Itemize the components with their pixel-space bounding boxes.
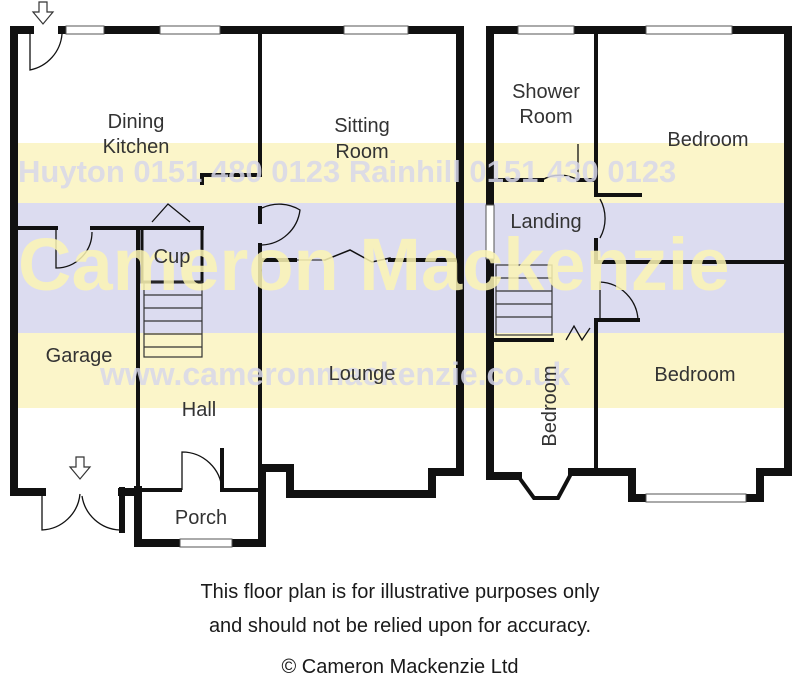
- first-windows: [485, 25, 747, 503]
- ground-windows: [65, 25, 409, 548]
- label-shower-room: Room: [519, 106, 572, 128]
- label-sitting-room: Room: [335, 141, 388, 163]
- bifold-doors: [324, 249, 391, 263]
- label-sitting: Sitting: [334, 115, 390, 137]
- watermark-website: www.cameronmackenzie.co.uk: [99, 356, 570, 392]
- label-shower: Shower: [512, 81, 580, 103]
- label-garage: Garage: [46, 345, 113, 367]
- stairs-ground-outline: [143, 281, 203, 358]
- disclaimer-line-1: This floor plan is for illustrative purp…: [200, 581, 599, 603]
- label-kitchen: Kitchen: [103, 136, 170, 158]
- entry-arrows: [31, 1, 92, 480]
- label-bedroom-3: Bedroom: [539, 365, 561, 446]
- first-doors: [541, 144, 639, 342]
- disclaimer-line-2: and should not be relied upon for accura…: [209, 615, 591, 637]
- watermark-phones: Huyton 0151 480 0123 Rainhill 0151 430 0…: [18, 154, 676, 189]
- wall-kitchen-sitting: [200, 34, 262, 185]
- window-kitchen-2: [159, 25, 221, 35]
- stairs-first-outline: [495, 264, 553, 336]
- window-landing: [485, 204, 495, 260]
- window-bedroom-2: [645, 493, 747, 503]
- arrow-down-icon: [31, 1, 55, 25]
- wall-ground-west: [10, 26, 46, 496]
- label-hall: Hall: [182, 399, 216, 421]
- window-porch: [179, 538, 233, 548]
- watermark-band-bottom: [12, 333, 790, 408]
- door-garage-left: [41, 492, 81, 531]
- label-porch: Porch: [175, 507, 227, 529]
- door-bedroom-1: [599, 198, 606, 239]
- label-landing: Landing: [510, 211, 581, 233]
- stairs-ground: [143, 281, 203, 358]
- label-bedroom-2: Bedroom: [654, 364, 735, 386]
- door-porch: [181, 451, 223, 491]
- bay-window-bedroom-3: [515, 469, 575, 500]
- watermark-brand: Cameron Mackenzie: [18, 223, 730, 306]
- copyright: © Cameron Mackenzie Ltd: [281, 656, 518, 678]
- watermark-text: Huyton 0151 480 0123 Rainhill 0151 430 0…: [18, 154, 730, 392]
- label-dining: Dining: [108, 111, 165, 133]
- door-bedroom-2: [599, 281, 639, 321]
- door-cupboard: [151, 203, 191, 223]
- watermark-bands: [12, 143, 790, 408]
- door-kitchen-entry: [29, 30, 63, 71]
- room-labels: Dining Kitchen Sitting Room Cup Garage H…: [46, 81, 749, 529]
- arrow-down-icon-garage: [68, 456, 92, 480]
- door-sitting: [261, 203, 301, 246]
- door-shower: [541, 144, 579, 182]
- window-shower: [517, 25, 575, 35]
- door-garage-right: [81, 494, 121, 531]
- label-cup: Cup: [154, 246, 191, 268]
- disclaimer: This floor plan is for illustrative purp…: [200, 581, 599, 678]
- label-bedroom-1: Bedroom: [667, 129, 748, 151]
- window-sitting: [343, 25, 409, 35]
- label-lounge: Lounge: [329, 363, 396, 385]
- door-bedroom-3: [565, 324, 591, 342]
- door-garage: [55, 228, 93, 269]
- stairs-first: [495, 264, 553, 336]
- ground-doors: [29, 30, 301, 531]
- watermark-band-top: [12, 143, 790, 203]
- window-kitchen-1: [65, 25, 105, 35]
- window-bedroom-1: [645, 25, 733, 35]
